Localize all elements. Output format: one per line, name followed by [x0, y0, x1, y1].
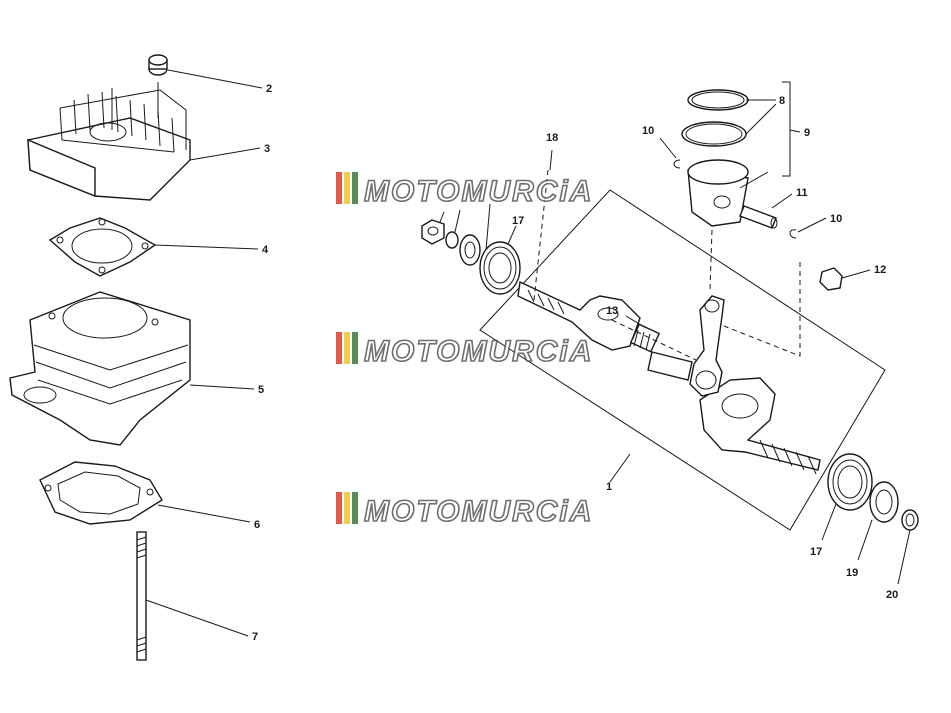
- part-cylinder: [9, 291, 191, 446]
- part-cap-nut: [148, 54, 168, 76]
- part-oil-seal-left: [459, 234, 481, 266]
- callout-5: 5: [258, 384, 264, 396]
- callout-17-left: 17: [512, 215, 524, 227]
- callout-10-left: 10: [642, 125, 654, 137]
- part-crank-nut: [421, 219, 445, 245]
- part-circlip-left: [673, 159, 681, 169]
- leader-1: [609, 453, 631, 483]
- callout-4: 4: [262, 244, 269, 256]
- watermark-text: MOTOMURCiA: [364, 335, 593, 368]
- callout-12: 12: [874, 264, 886, 276]
- callout-18: 18: [546, 132, 558, 144]
- callout-20: 20: [886, 589, 898, 601]
- part-needle-bearing: [629, 323, 661, 353]
- part-crank-pin: [647, 351, 693, 381]
- part-piston: [687, 159, 749, 227]
- callout-13: 13: [606, 305, 618, 317]
- watermark-top: MOTOMURCiA: [336, 172, 593, 209]
- part-circlip-right: [789, 229, 797, 239]
- callout-3: 3: [264, 143, 270, 155]
- callout-2: 2: [266, 83, 272, 95]
- crankshaft-assembly-outline: [479, 189, 886, 531]
- alignment-lines: [533, 169, 801, 361]
- part-piston-rings: [681, 89, 749, 147]
- watermark-stripe-green: [352, 172, 358, 204]
- callout-8: 8: [779, 95, 785, 107]
- part-head-gasket: [48, 217, 157, 277]
- part-stud: [136, 531, 147, 661]
- part-oil-seal-right: [869, 481, 899, 523]
- part-connecting-rod: [689, 295, 725, 397]
- callout-6: 6: [254, 519, 260, 531]
- part-piston-pin: [739, 205, 778, 229]
- part-bearing-left: [479, 241, 521, 295]
- part-base-gasket: [39, 461, 163, 525]
- watermark-middle: MOTOMURCiA: [336, 332, 593, 369]
- part-spacer: [901, 509, 919, 531]
- watermark-bottom: MOTOMURCiA: [336, 492, 593, 529]
- callout-7: 7: [252, 631, 258, 643]
- callout-11: 11: [796, 187, 808, 199]
- callout-10-right: 10: [830, 213, 842, 225]
- leader-lines-left: [145, 69, 263, 637]
- watermark-stripe-red: [336, 172, 342, 204]
- callout-19: 19: [846, 567, 858, 579]
- watermark-stripe-yellow: [344, 172, 350, 204]
- part-bearing-right: [827, 453, 873, 511]
- part-crankshaft: [517, 280, 821, 475]
- part-bolt: [819, 267, 843, 291]
- callout-1: 1: [606, 481, 612, 493]
- watermark-text: MOTOMURCiA: [364, 495, 593, 528]
- callout-17-right: 17: [810, 546, 822, 558]
- callout-9: 9: [804, 127, 810, 139]
- leader-lines-right: [439, 81, 911, 585]
- callout-labels: 2 3 4 5 6 7 8 9 10 10 11 12 13 17 17 18 …: [252, 83, 898, 643]
- part-washer: [445, 231, 459, 249]
- part-cylinder-head: [27, 82, 191, 201]
- watermark-text: MOTOMURCiA: [364, 175, 593, 208]
